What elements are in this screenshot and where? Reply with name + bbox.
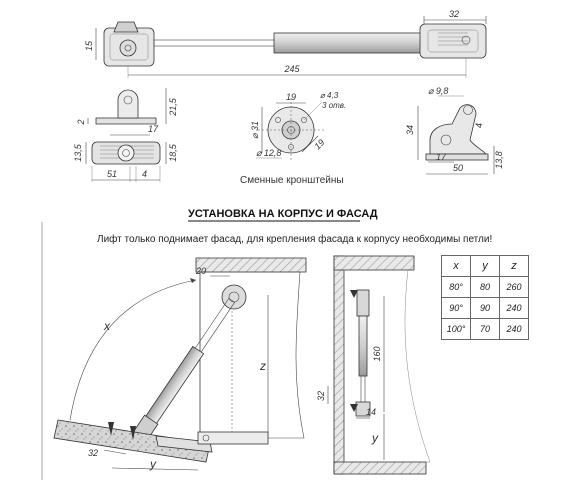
- installation-note: Лифт только поднимает фасад, для креплен…: [97, 234, 493, 245]
- label-z: z: [259, 359, 266, 373]
- table-header-x: x: [441, 255, 471, 277]
- table-cell: 70: [470, 318, 500, 340]
- dim-diameter-12-8: ⌀ 12,8: [256, 148, 281, 158]
- table-cell: 90°: [441, 297, 471, 319]
- table-cell: 240: [499, 297, 529, 319]
- dim-13-8: 13,8: [494, 151, 504, 169]
- dim-20: 20: [195, 266, 206, 276]
- table-header-z: z: [499, 255, 529, 277]
- dim-32-right: 32: [316, 391, 326, 401]
- table-cell: 240: [499, 318, 529, 340]
- installation-front-view: 160 32 14 y: [316, 255, 431, 475]
- dim-2: 2: [76, 119, 86, 125]
- dim-4-right: 4: [474, 123, 484, 128]
- dim-50: 50: [453, 163, 463, 173]
- table-cell: 100°: [441, 318, 471, 340]
- dim-3-holes: 3 отв.: [322, 101, 346, 110]
- label-x: x: [103, 319, 111, 333]
- dim-4: 4: [142, 169, 147, 179]
- gas-lift-top-view: 15 32 245: [84, 9, 487, 78]
- bracket-left-drawing: 2 21,5 17 13,5 18,5 4 51: [73, 88, 178, 182]
- installation-side-view: 20 x z 32 y: [53, 257, 307, 471]
- dim-32-left: 32: [88, 448, 98, 458]
- dim-14: 14: [366, 407, 376, 417]
- dim-17-right: 17: [436, 152, 447, 162]
- table-cell: 260: [499, 276, 529, 298]
- dim-height-15: 15: [84, 40, 94, 51]
- dim-17: 17: [148, 124, 159, 134]
- dim-34: 34: [405, 125, 415, 135]
- dim-length-245: 245: [283, 64, 300, 74]
- table-cell: 90: [470, 297, 500, 319]
- bracket-mid-drawing: 19 ⌀ 4,3 3 отв. ⌀ 31 19 ⌀ 12,8: [250, 91, 346, 162]
- table-cell: 80°: [441, 276, 471, 298]
- table-row: 80° 80 260: [441, 276, 529, 298]
- table-row: 90° 90 240: [441, 297, 529, 319]
- dim-diameter-31: ⌀ 31: [250, 121, 260, 139]
- table-row: 100° 70 240: [441, 318, 529, 340]
- xyz-table: x y z 80° 80 260 90° 90 240 100° 70 240: [441, 255, 529, 340]
- dim-19-top: 19: [286, 92, 296, 102]
- dim-13-5: 13,5: [73, 143, 83, 162]
- dim-51: 51: [107, 169, 117, 179]
- bracket-right-drawing: ⌀ 9,8 34 4 17 50 13,8: [405, 86, 504, 175]
- dim-21-5: 21,5: [168, 97, 178, 117]
- dim-diameter-9-8: ⌀ 9,8: [428, 86, 448, 96]
- dim-bracket-32: 32: [449, 9, 459, 19]
- caption-replaceable-brackets: Сменные кронштейны: [240, 175, 344, 186]
- dim-160: 160: [372, 346, 382, 361]
- table-header-y: y: [470, 255, 500, 277]
- dim-18-5: 18,5: [168, 143, 178, 162]
- label-y-right: y: [371, 431, 379, 445]
- label-y-left: y: [149, 457, 157, 471]
- dim-hole-4-3: ⌀ 4,3: [320, 91, 339, 100]
- table-header-row: x y z: [441, 255, 529, 277]
- section-title: УСТАНОВКА НА КОРПУС И ФАСАД: [188, 208, 378, 220]
- table-cell: 80: [470, 276, 500, 298]
